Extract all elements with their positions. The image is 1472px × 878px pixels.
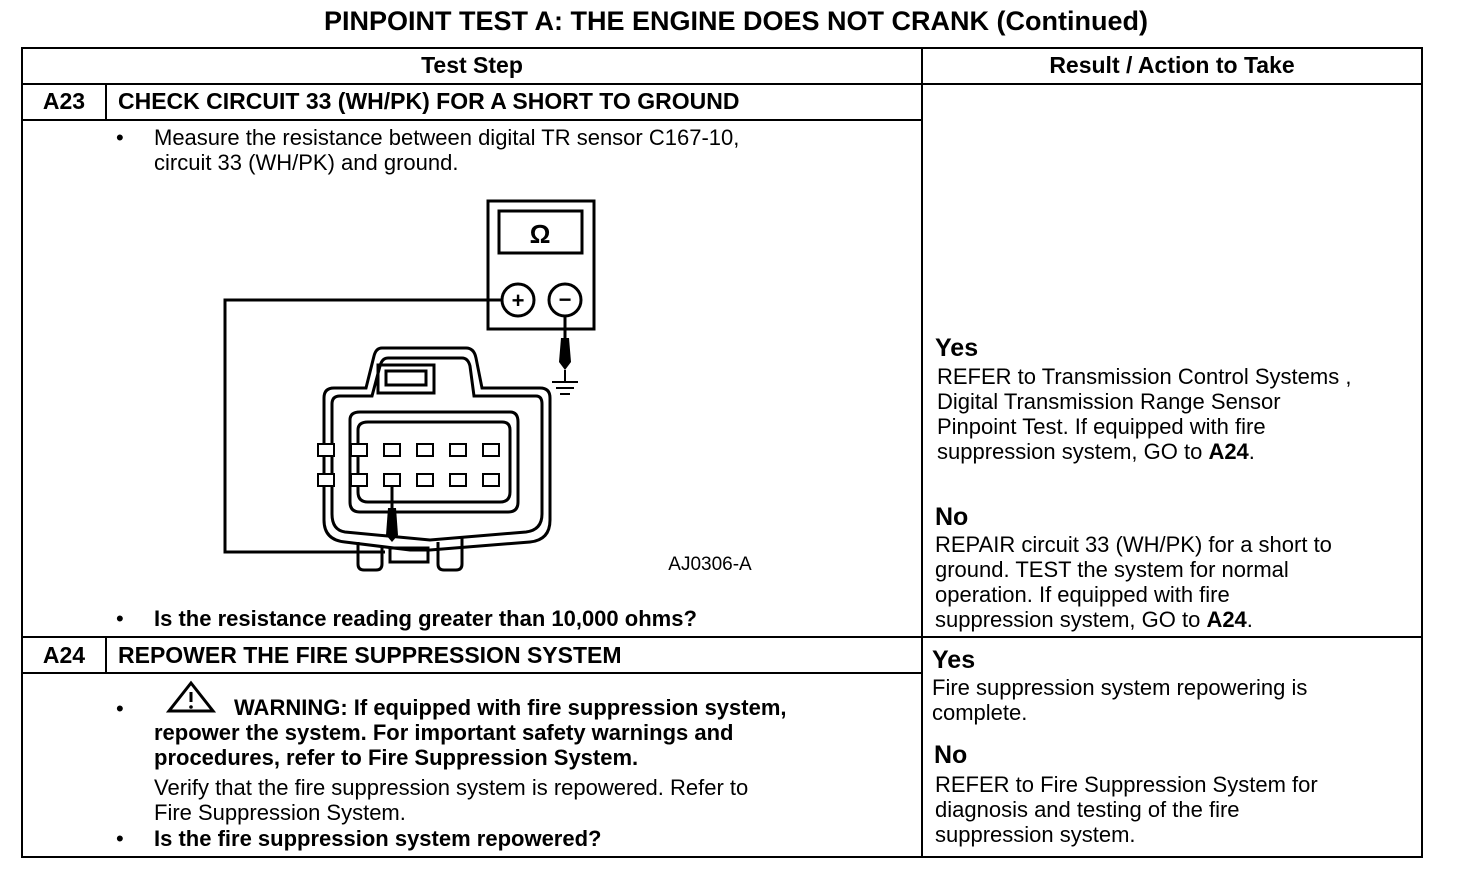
a24-code-divider: [105, 636, 107, 674]
a23-yes-text: REFER to Transmission Control Systems , …: [937, 364, 1352, 464]
bullet: •: [116, 696, 124, 721]
connector-latches: [356, 536, 464, 572]
ground-lead: [552, 316, 578, 395]
column-divider: [921, 47, 923, 858]
tr-sensor-connector: [322, 346, 552, 552]
bullet: •: [116, 125, 124, 150]
bullet: •: [116, 606, 124, 631]
table-bottom-border: [21, 856, 1423, 858]
a23-no-text: REPAIR circuit 33 (WH/PK) for a short to…: [935, 532, 1332, 632]
minus-symbol: −: [559, 287, 572, 312]
table-right-border: [1421, 47, 1423, 858]
table-top-border: [21, 47, 1423, 49]
page-title: PINPOINT TEST A: THE ENGINE DOES NOT CRA…: [324, 6, 1148, 36]
ohmmeter: Ω + −: [486, 199, 596, 331]
table-left-border: [21, 47, 23, 858]
a24-question: Is the fire suppression system repowered…: [154, 826, 602, 851]
connector-pins: [317, 443, 500, 487]
figure-id: AJ0306-A: [668, 554, 752, 575]
a23-instruction: Measure the resistance between digital T…: [154, 125, 740, 175]
header-bottom-border: [21, 83, 1423, 85]
a23-question: Is the resistance reading greater than 1…: [154, 606, 697, 631]
resistance-measurement-diagram: Ω + −: [223, 199, 752, 575]
bullet: •: [116, 826, 124, 851]
a24-yes-label: Yes: [932, 646, 976, 674]
a23-no-label: No: [935, 503, 969, 531]
step-title-a24: REPOWER THE FIRE SUPPRESSION SYSTEM: [118, 642, 622, 668]
positive-test-lead: [223, 298, 502, 554]
step-code-a24: A24: [42, 642, 86, 668]
header-result-action: Result / Action to Take: [1049, 52, 1295, 78]
header-test-step: Test Step: [421, 52, 523, 78]
a23-title-bottom-border: [21, 119, 922, 121]
ohm-symbol: Ω: [530, 219, 551, 249]
a23-yes-label: Yes: [935, 334, 979, 362]
a23-code-divider: [105, 83, 107, 121]
plus-symbol: +: [512, 288, 525, 313]
a24-no-label: No: [934, 741, 968, 769]
a24-yes-text: Fire suppression system repowering is co…: [932, 675, 1308, 725]
a24-no-text: REFER to Fire Suppression System for dia…: [935, 772, 1318, 847]
a24-instruction: Verify that the fire suppression system …: [154, 775, 749, 825]
step-code-a23: A23: [42, 88, 86, 114]
step-title-a23: CHECK CIRCUIT 33 (WH/PK) FOR A SHORT TO …: [118, 88, 740, 114]
a24-title-bottom-border: [21, 672, 922, 674]
a23-bottom-border: [21, 636, 1423, 638]
a24-warning: WARNING: If equipped with fire suppressi…: [154, 695, 787, 770]
back-probe: [386, 486, 398, 542]
warning-triangle-icon: [166, 680, 216, 713]
